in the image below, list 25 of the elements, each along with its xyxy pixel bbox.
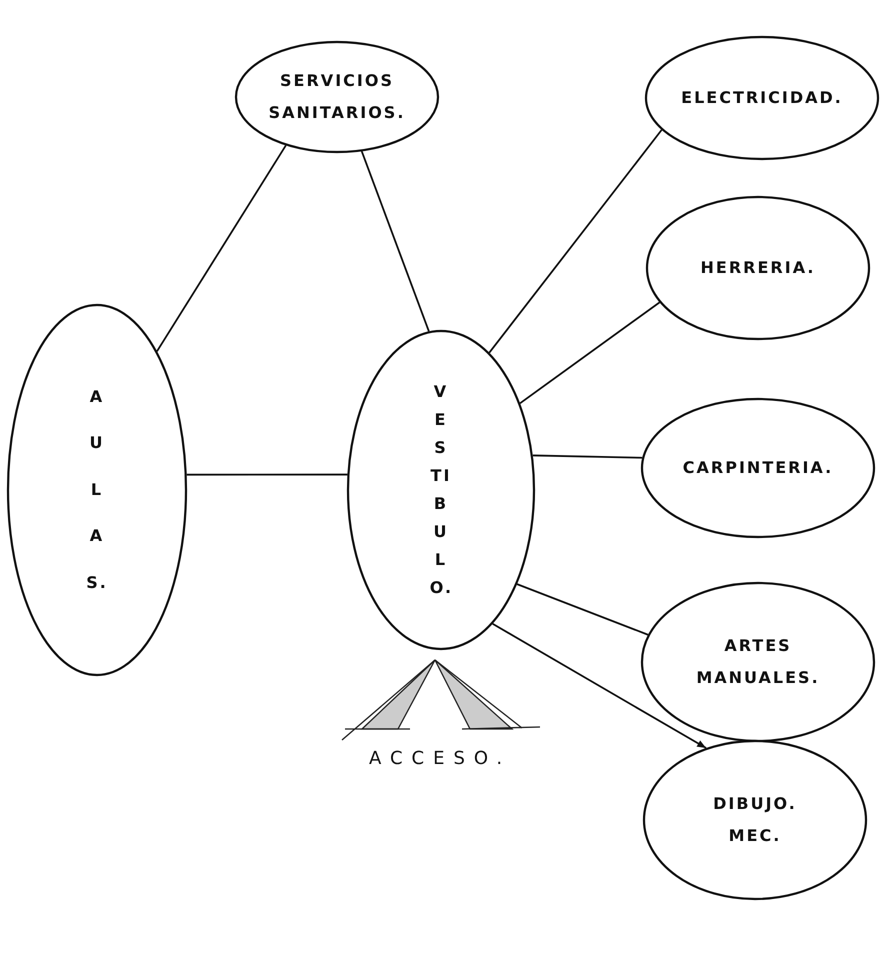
ellipse-node	[235, 41, 439, 153]
connector-line	[519, 302, 660, 404]
ellipse-node	[7, 304, 187, 676]
node-label: VESTIBULO.	[430, 381, 452, 599]
ellipse-node	[641, 582, 875, 742]
connector-line	[186, 474, 348, 476]
connector-line	[156, 144, 287, 352]
connector-line	[360, 151, 430, 332]
ellipse-node	[643, 740, 867, 900]
connector-line	[488, 129, 662, 354]
node-label: SERVICIOS SANITARIOS.	[268, 70, 406, 124]
node-label: AULAS.	[86, 386, 108, 594]
arrow	[492, 622, 707, 749]
node-label: ARTES MANUALES.	[695, 635, 821, 689]
ellipse-node	[641, 398, 875, 538]
ellipse-node	[646, 196, 870, 340]
node-label: CARPINTERIA.	[682, 457, 834, 479]
access-label: ACCESO.	[368, 748, 512, 769]
ellipse-node	[645, 36, 879, 160]
node-label: DIBUJO. MEC.	[712, 793, 798, 847]
node-label: ELECTRICIDAD.	[680, 87, 844, 109]
ellipse-node	[347, 330, 535, 650]
node-label: HERRERIA.	[700, 257, 816, 279]
connector-line	[532, 454, 642, 459]
connector-line	[516, 583, 648, 636]
